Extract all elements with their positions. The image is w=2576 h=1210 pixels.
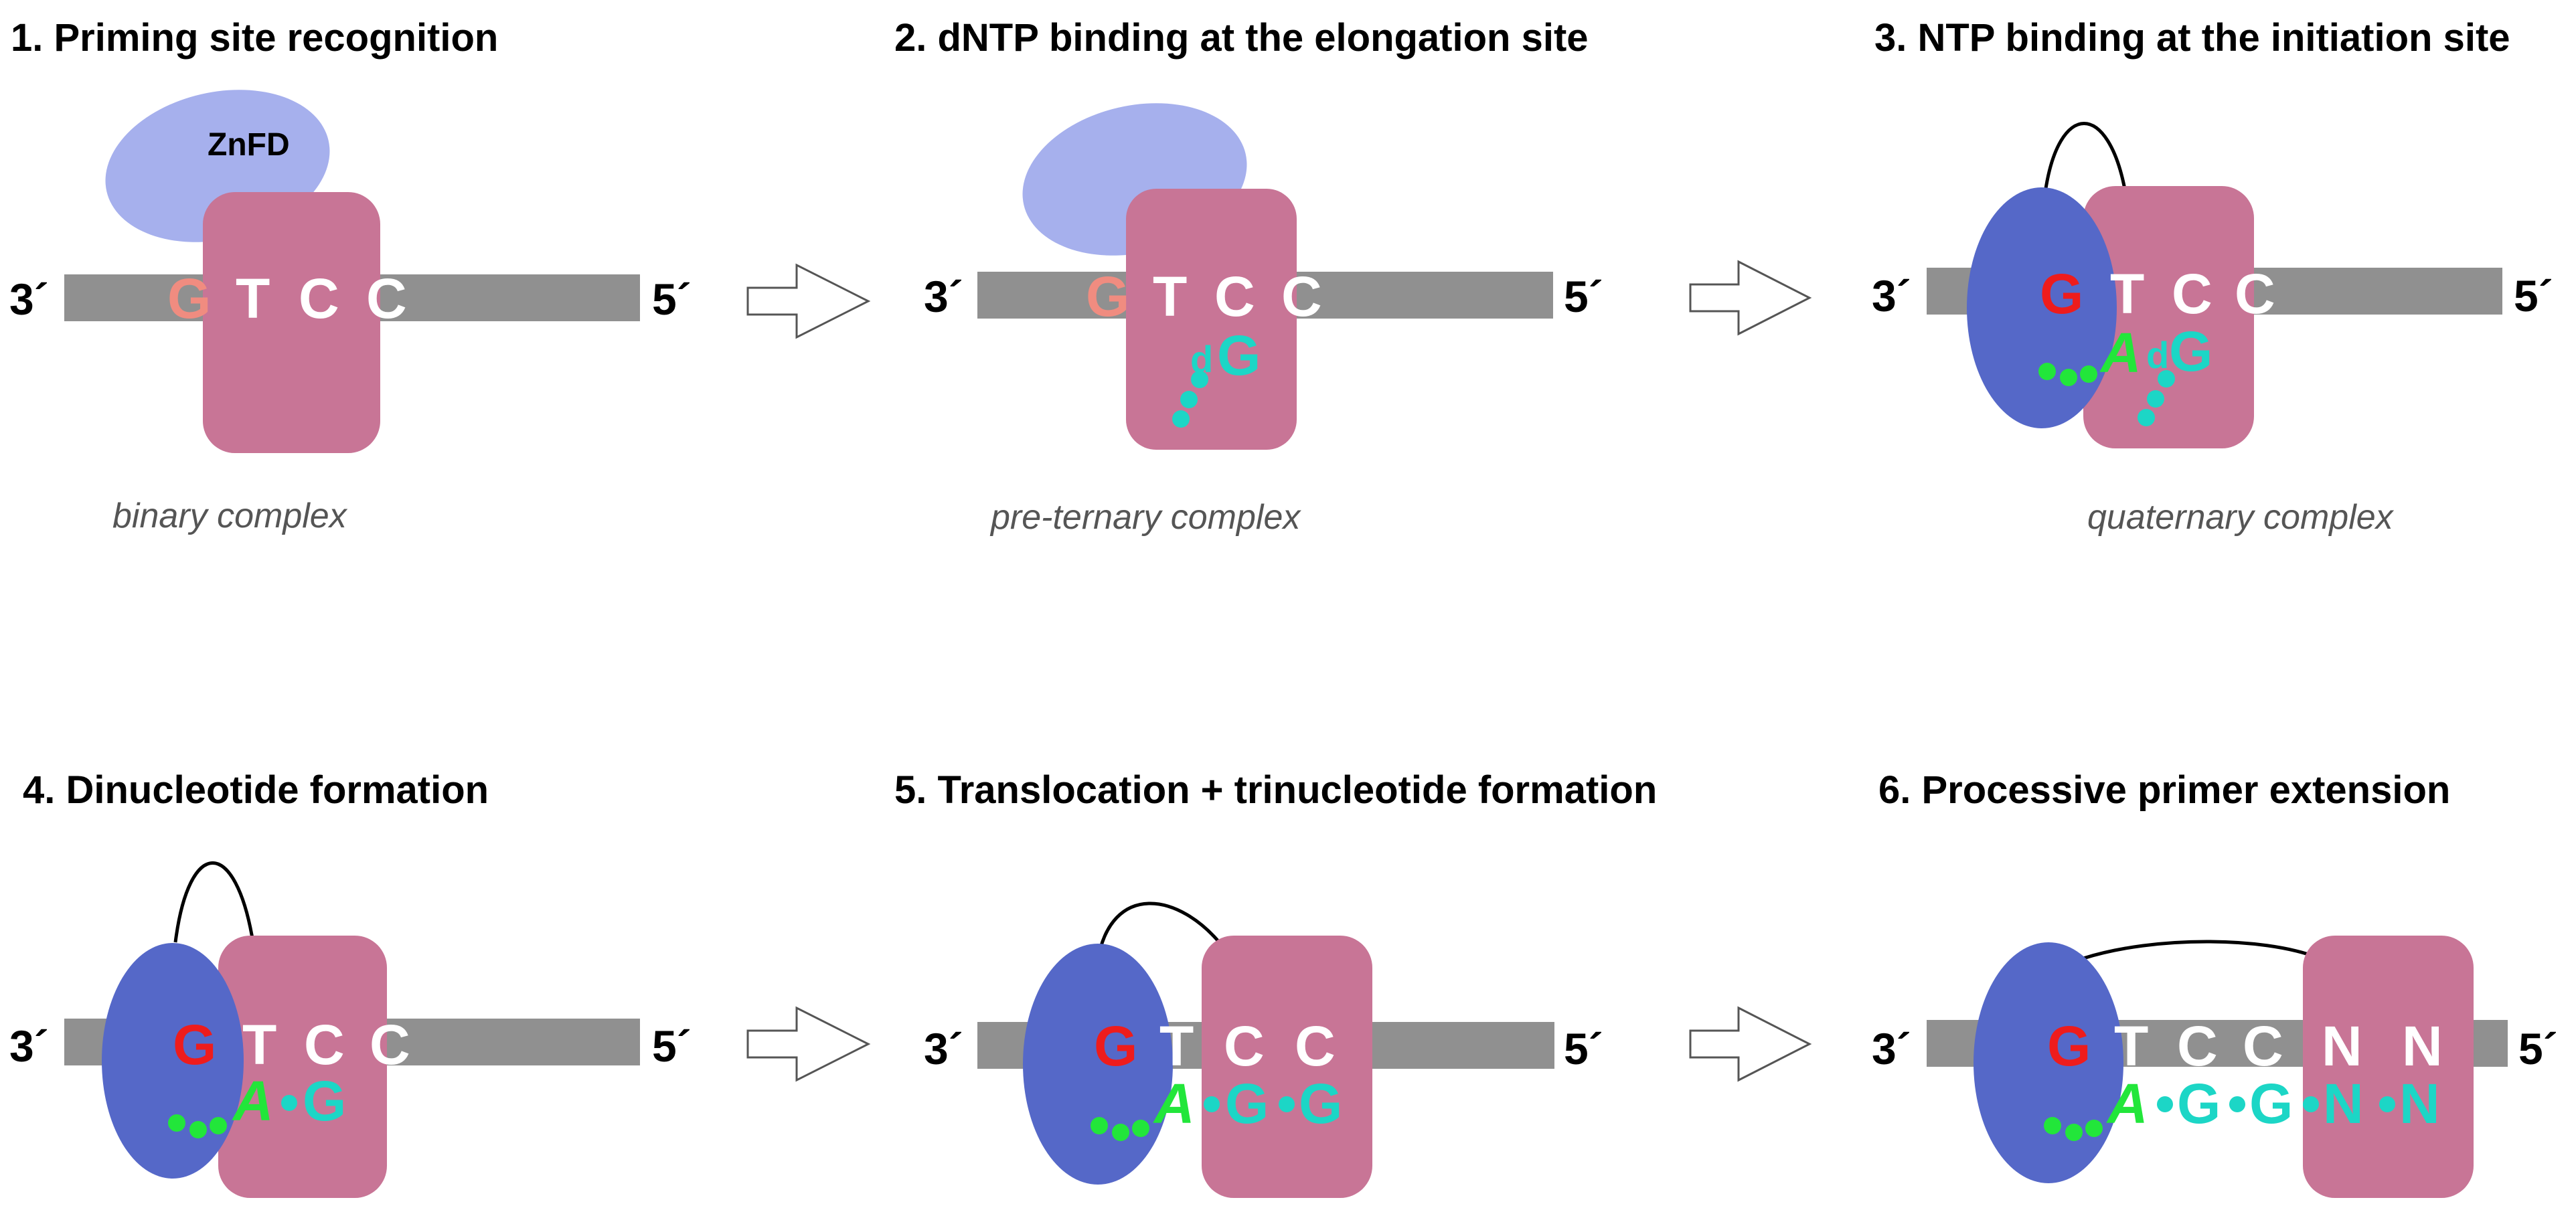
three-prime-end: 3´ xyxy=(1872,271,1911,321)
initiator-base-g: G xyxy=(2040,262,2083,325)
template-base-n: N xyxy=(2322,1015,2362,1077)
panel-title: 1. Priming site recognition xyxy=(11,16,498,60)
product-base-n: N xyxy=(2399,1072,2440,1135)
panel-title: 3. NTP binding at the initiation site xyxy=(1874,16,2510,60)
dntp-triphosphate xyxy=(1172,371,1208,428)
initiator-base-g: G xyxy=(1094,1015,1137,1077)
polymerase-domain xyxy=(2303,936,2474,1198)
template-base-c: C xyxy=(2235,262,2275,325)
five-prime-end: 5´ xyxy=(652,1021,692,1071)
template-base-c: C xyxy=(1214,265,1255,328)
template-base-c: C xyxy=(299,267,339,330)
template-base-c: C xyxy=(1295,1015,1336,1077)
panel-5: 5. Translocation + trinucleotide formati… xyxy=(894,768,1657,1198)
template-base-c: C xyxy=(1281,265,1322,328)
three-prime-end: 3´ xyxy=(9,274,49,324)
phosphodiester-bond xyxy=(2157,1096,2173,1112)
five-prime-end: 5´ xyxy=(2518,1024,2558,1073)
phosphodiester-bond xyxy=(2229,1096,2245,1112)
ntp-triphosphate xyxy=(2038,363,2097,386)
panel-6: 6. Processive primer extension 3´ 5´ G T… xyxy=(1872,768,2558,1198)
template-base-t: T xyxy=(1153,265,1187,328)
panel-4: 4. Dinucleotide formation 3´ 5´ G T C C … xyxy=(9,768,692,1198)
panel-1: 1. Priming site recognition ZnFD 3´ 5´ G… xyxy=(9,16,692,535)
ntp-base: A xyxy=(2099,321,2142,384)
phosphodiester-bond xyxy=(281,1095,297,1111)
template-base-c: C xyxy=(370,1013,410,1076)
polymerase-domain xyxy=(1202,936,1372,1198)
panel-title: 4. Dinucleotide formation xyxy=(23,768,489,812)
phosphodiester-bond xyxy=(2379,1096,2395,1112)
ntp-triphosphate xyxy=(1091,1117,1149,1141)
step-arrow xyxy=(1689,260,1812,336)
polymerase-domain xyxy=(203,192,380,453)
product-base-g: G xyxy=(1225,1072,1269,1135)
product-base-g: G xyxy=(303,1069,346,1132)
interdomain-linker xyxy=(2083,940,2317,960)
template-base-c: C xyxy=(2243,1015,2283,1077)
five-prime-end: 5´ xyxy=(652,274,692,324)
ntp-triphosphate xyxy=(2044,1117,2103,1141)
znfd-label: ZnFD xyxy=(208,127,290,163)
five-prime-end: 5´ xyxy=(2514,271,2553,321)
template-base-c: C xyxy=(304,1013,345,1076)
initiator-base-g: G xyxy=(173,1013,216,1076)
template-base-c: C xyxy=(2177,1015,2218,1077)
product-base-n: N xyxy=(2323,1072,2364,1135)
phosphodiester-bond xyxy=(1279,1096,1295,1112)
interdomain-linker xyxy=(2043,122,2127,193)
initiator-base-g: G xyxy=(2047,1015,2091,1077)
dntp-triphosphate xyxy=(2138,370,2175,426)
phosphodiester-bond xyxy=(1204,1096,1220,1112)
znfd-domain xyxy=(1967,187,2117,428)
product-base-g: G xyxy=(2177,1072,2221,1135)
template-base-t: T xyxy=(2110,262,2144,325)
polymerase-domain xyxy=(1126,189,1297,450)
step-arrow xyxy=(746,263,871,339)
template-base-t: T xyxy=(236,267,270,330)
product-base-g: G xyxy=(1299,1072,1342,1135)
step-arrow xyxy=(746,1006,871,1082)
template-base-t: T xyxy=(242,1013,276,1076)
polymerase-domain xyxy=(2083,186,2254,448)
template-base-g: G xyxy=(167,267,211,330)
panel-title: 2. dNTP binding at the elongation site xyxy=(894,16,1589,60)
five-prime-end: 5´ xyxy=(1564,272,1603,321)
template-base-g: G xyxy=(1086,265,1129,328)
panel-title: 6. Processive primer extension xyxy=(1878,768,2450,812)
product-base-a: A xyxy=(1153,1072,1195,1135)
dntp-base: G xyxy=(2169,320,2212,383)
znfd-domain xyxy=(102,943,244,1179)
product-base-a: A xyxy=(2106,1072,2148,1135)
three-prime-end: 3´ xyxy=(9,1021,49,1071)
polymerase-domain xyxy=(218,936,387,1198)
five-prime-end: 5´ xyxy=(1564,1024,1603,1073)
complex-caption: quaternary complex xyxy=(2087,498,2395,537)
product-base-a: A xyxy=(232,1069,274,1132)
complex-caption: pre-ternary complex xyxy=(989,498,1301,537)
interdomain-linker xyxy=(173,861,255,943)
ntp-triphosphate xyxy=(168,1114,227,1138)
template-base-t: T xyxy=(2114,1015,2148,1077)
complex-caption: binary complex xyxy=(112,497,348,535)
dntp-base: G xyxy=(1217,324,1261,387)
three-prime-end: 3´ xyxy=(924,272,963,321)
panel-2: 2. dNTP binding at the elongation site 3… xyxy=(894,16,1603,537)
interdomain-linker xyxy=(1096,901,1225,960)
template-base-t: T xyxy=(1159,1015,1194,1077)
panel-3: 3. NTP binding at the initiation site 3´… xyxy=(1872,16,2553,537)
template-base-c: C xyxy=(366,267,407,330)
template-base-c: C xyxy=(1224,1015,1265,1077)
product-base-g: G xyxy=(2249,1072,2293,1135)
template-base-n: N xyxy=(2402,1015,2443,1077)
three-prime-end: 3´ xyxy=(924,1024,963,1073)
three-prime-end: 3´ xyxy=(1872,1024,1911,1073)
panel-title: 5. Translocation + trinucleotide formati… xyxy=(894,768,1657,812)
znfd-domain xyxy=(1974,942,2123,1183)
step-arrow xyxy=(1689,1006,1812,1082)
phosphodiester-bond xyxy=(2303,1096,2319,1112)
dntp-sugar-prefix: d xyxy=(2146,334,2169,376)
template-base-c: C xyxy=(2172,262,2212,325)
